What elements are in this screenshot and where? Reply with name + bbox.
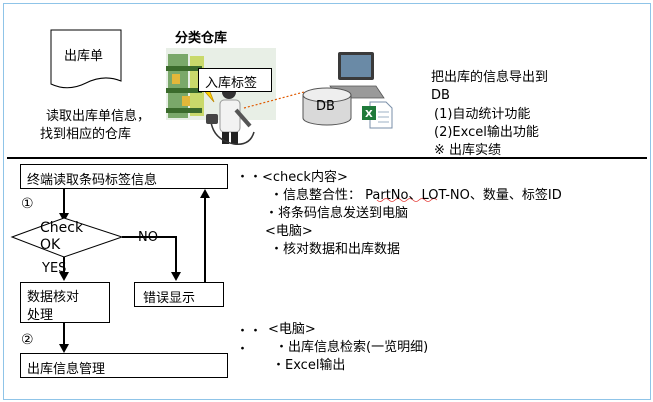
export-line3: (1)自动统计功能 (434, 107, 531, 122)
no-label: NO (138, 230, 158, 245)
tag-label-box: 入库标签 (198, 68, 272, 92)
notes1-item1: ・信息整合性： PartNo、LOT-NO、数量、标签ID (270, 188, 562, 203)
document-icon (50, 29, 122, 89)
read-tag-text: 终端读取条码标签信息 (27, 173, 158, 188)
svg-text:X: X (365, 109, 373, 120)
notes1-item2: ・将条码信息发送到电脑 (265, 206, 409, 221)
outbound-mgmt-text: 出库信息管理 (27, 362, 106, 377)
notes1-title: <check内容> (262, 170, 348, 185)
scanner-cable (210, 121, 255, 145)
step2-marker: ② (21, 332, 34, 348)
notes2-item2: ・Excel输出 (272, 358, 346, 373)
step1-marker: ① (21, 196, 34, 212)
export-line4: (2)Excel输出功能 (434, 125, 539, 140)
error-display-box: 错误显示 (134, 282, 224, 307)
data-check-line1: 数据核对 (27, 290, 80, 305)
diagram-frame: X 出库单 读取出库单信息， 找到相应的仓库 分类仓库 (3, 3, 651, 400)
export-line1: 把出库的信息导出到 (431, 70, 549, 85)
tag-label-text: 入库标签 (205, 76, 258, 91)
read-order-text-line1: 读取出库单信息， (46, 109, 151, 124)
outbound-mgmt-box: 出库信息管理 (20, 353, 228, 378)
data-check-line2: 处理 (27, 308, 54, 323)
notes2-title: <电脑> (268, 322, 316, 337)
notes1-bullets: ・・ (236, 170, 263, 185)
db-cylinder-icon (302, 87, 352, 126)
read-order-text-line2: 找到相应的仓库 (40, 127, 132, 142)
check-label-line1: Check (40, 220, 84, 236)
yes-label: YES (42, 261, 67, 276)
laptop-icon (329, 52, 385, 99)
data-check-box: 数据核对 处理 (20, 282, 110, 323)
export-line5: ※ 出库实绩 (434, 143, 502, 158)
check-label-line2: OK (40, 237, 61, 253)
notes2-bullets-a: ・・ (236, 324, 263, 339)
db-label: DB (316, 99, 335, 114)
document-label: 出库单 (64, 49, 104, 64)
export-line2: DB (431, 88, 450, 103)
notes1-item3: ・核对数据和出库数据 (270, 242, 401, 257)
read-tag-box: 终端读取条码标签信息 (20, 164, 228, 189)
error-display-text: 错误显示 (143, 291, 196, 306)
notes1-pc-title: <电脑> (265, 224, 313, 239)
warehouse-title: 分类仓库 (175, 31, 228, 46)
excel-file-icon: X (362, 101, 393, 129)
notes2-item1: ・出库信息检索(一览明细) (275, 340, 429, 355)
notes2-bullets-b: ・ (236, 342, 250, 357)
